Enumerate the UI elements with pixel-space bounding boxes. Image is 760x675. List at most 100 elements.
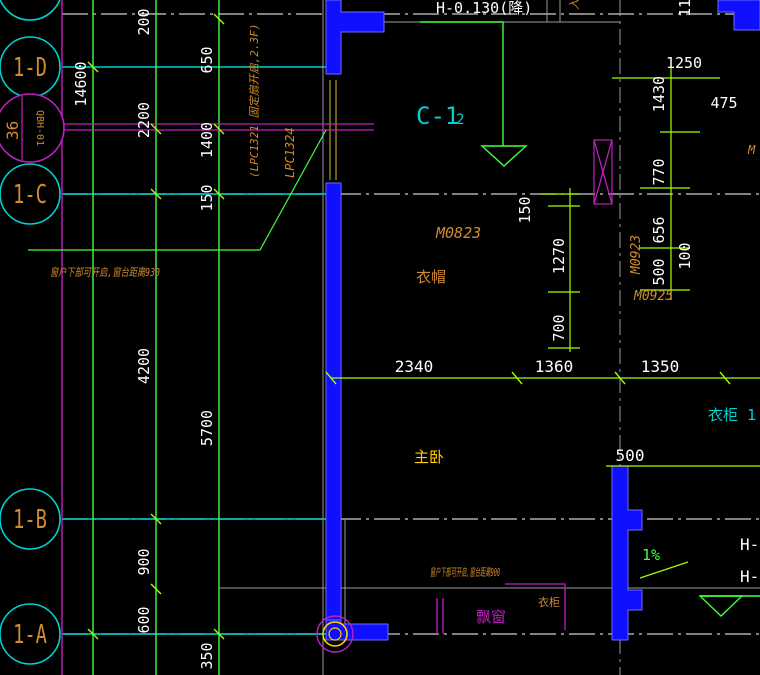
room-small: 衣柜 xyxy=(538,595,560,609)
wall-right-mid xyxy=(611,465,643,641)
wall-bottom-left xyxy=(325,619,389,641)
window-leader-line xyxy=(28,129,327,251)
top-right-dimension-texts: 1250 475 1430 770 656 500 100 11 xyxy=(650,0,738,286)
axis-bubble-labels: 1-D 1-C 1-B 1-A xyxy=(13,53,47,650)
wall-top-right xyxy=(717,0,760,31)
column-symbol xyxy=(316,615,354,653)
axis-extension-lines xyxy=(62,66,330,635)
axis-label-1c: 1-C xyxy=(13,180,47,210)
label-door-m0923: M0923 xyxy=(629,235,644,275)
tick-v-5 xyxy=(87,628,99,640)
dim-text-1400: 1400 xyxy=(198,122,216,158)
dimension-ticks xyxy=(87,13,731,640)
tick-v-3 xyxy=(213,188,225,200)
dim-text-500-v: 500 xyxy=(650,258,668,285)
dim-text-door-1270: 1270 xyxy=(550,238,568,274)
dim-text-door-700: 700 xyxy=(550,314,568,341)
section-sub: 2 xyxy=(456,112,464,128)
axis-bubble-1c xyxy=(0,163,61,225)
label-right-m: M xyxy=(747,143,756,157)
tick-v-9 xyxy=(150,583,162,595)
label-door-m0925: M0925 xyxy=(633,289,673,304)
dimension-lines xyxy=(330,66,760,579)
tick-v-4 xyxy=(150,513,162,525)
door-swing-x2 xyxy=(593,139,613,205)
elevation-triangle xyxy=(698,595,744,617)
wall-top-left xyxy=(325,0,385,75)
axis-bubble-1a xyxy=(0,603,61,665)
inner-dimension-texts: 650 1400 150 5700 350 xyxy=(198,46,216,669)
dim-text-150: 150 xyxy=(198,184,216,211)
section-marker xyxy=(420,21,760,617)
section-triangle xyxy=(480,145,528,167)
dim-text-5700: 5700 xyxy=(198,410,216,446)
label-window-1: (LPC1321 固定扇开启,2.3F) xyxy=(248,24,261,178)
room-closet: 衣帽 xyxy=(416,268,446,286)
horizontal-dimension-texts: 2340 1360 1350 500 xyxy=(395,357,680,465)
axis-bubble-1b xyxy=(0,488,61,550)
tick-v-7 xyxy=(150,123,162,135)
dim-text-2200: 2200 xyxy=(135,102,153,138)
tick-v-10 xyxy=(213,13,225,25)
elevation-right-1: H- xyxy=(740,535,759,554)
dim-text-2340: 2340 xyxy=(395,357,434,376)
dim-text-14600: 14600 xyxy=(72,61,90,106)
tick-v-6 xyxy=(213,628,225,640)
elevation-top: H-0.130(降) xyxy=(436,0,532,17)
room-bay: 飘窗 xyxy=(476,608,506,626)
dim-text-1250: 1250 xyxy=(666,54,702,72)
dim-text-650: 650 xyxy=(198,46,216,73)
label-window-2: LPC1324 xyxy=(283,127,297,178)
dim-text-770: 770 xyxy=(650,158,668,185)
axis-label-1d: 1-D xyxy=(13,53,47,83)
axis-bubbles xyxy=(0,0,65,665)
window-lines xyxy=(62,123,613,634)
label-window-sill-2: 窗户下部可开启,窗台距离900 xyxy=(430,566,500,579)
room-master: 主卧 xyxy=(414,448,444,466)
tick-h-4 xyxy=(719,371,731,385)
room-labels: 衣帽 主卧 衣柜 1 飘窗 衣柜 1% xyxy=(414,268,756,626)
dim-text-350: 350 xyxy=(198,642,216,669)
axis-bubble-36 xyxy=(0,93,65,163)
label-door-m0823: M0823 xyxy=(435,224,481,242)
elevation-right-2: H- xyxy=(740,567,759,586)
slope-arrow xyxy=(639,561,689,579)
axis-label-1b: 1-B xyxy=(13,505,47,535)
walls xyxy=(325,0,760,641)
bay-window-outline xyxy=(505,583,566,630)
tick-v-1 xyxy=(87,61,99,73)
tick-h-2 xyxy=(511,371,523,385)
dim-text-11: 11 xyxy=(676,0,694,17)
left-dimension-texts: 14600 200 2200 4200 900 600 xyxy=(72,8,153,633)
dim-text-1360: 1360 xyxy=(535,357,574,376)
tick-v-8 xyxy=(213,123,225,135)
dim-text-600: 600 xyxy=(135,606,153,633)
column-inner-ring xyxy=(322,621,348,647)
section-leader xyxy=(420,21,504,146)
wall-left-main xyxy=(325,182,342,624)
dim-text-656: 656 xyxy=(650,216,668,243)
dim-text-4200: 4200 xyxy=(135,348,153,384)
door-swing-box xyxy=(593,139,613,205)
tick-h-3 xyxy=(614,371,626,385)
dim-text-100: 100 xyxy=(676,242,694,269)
room-bath: 衣柜 1 xyxy=(708,406,756,424)
axis-bubble-top-partial xyxy=(0,0,61,21)
dim-text-door-150: 150 xyxy=(516,196,534,223)
axis-label-1a: 1-A xyxy=(13,620,47,650)
column-outer-ring xyxy=(316,615,354,653)
axis-label-qbh: QBH-01 xyxy=(34,110,45,146)
dim-text-500: 500 xyxy=(616,446,645,465)
tick-h-1 xyxy=(325,371,337,385)
dim-text-200: 200 xyxy=(135,8,153,35)
label-top-note: 入户 xyxy=(568,0,581,10)
dim-text-475: 475 xyxy=(710,94,737,112)
dim-text-900: 900 xyxy=(135,548,153,575)
dim-text-1350: 1350 xyxy=(641,357,680,376)
label-window-sill: 窗户下部可开启,窗台距离930 xyxy=(50,266,160,279)
column-core xyxy=(328,627,342,641)
dim-text-1430: 1430 xyxy=(650,76,668,112)
slope-label: 1% xyxy=(642,546,660,564)
door-dimension-texts: 150 1270 700 xyxy=(516,196,568,341)
